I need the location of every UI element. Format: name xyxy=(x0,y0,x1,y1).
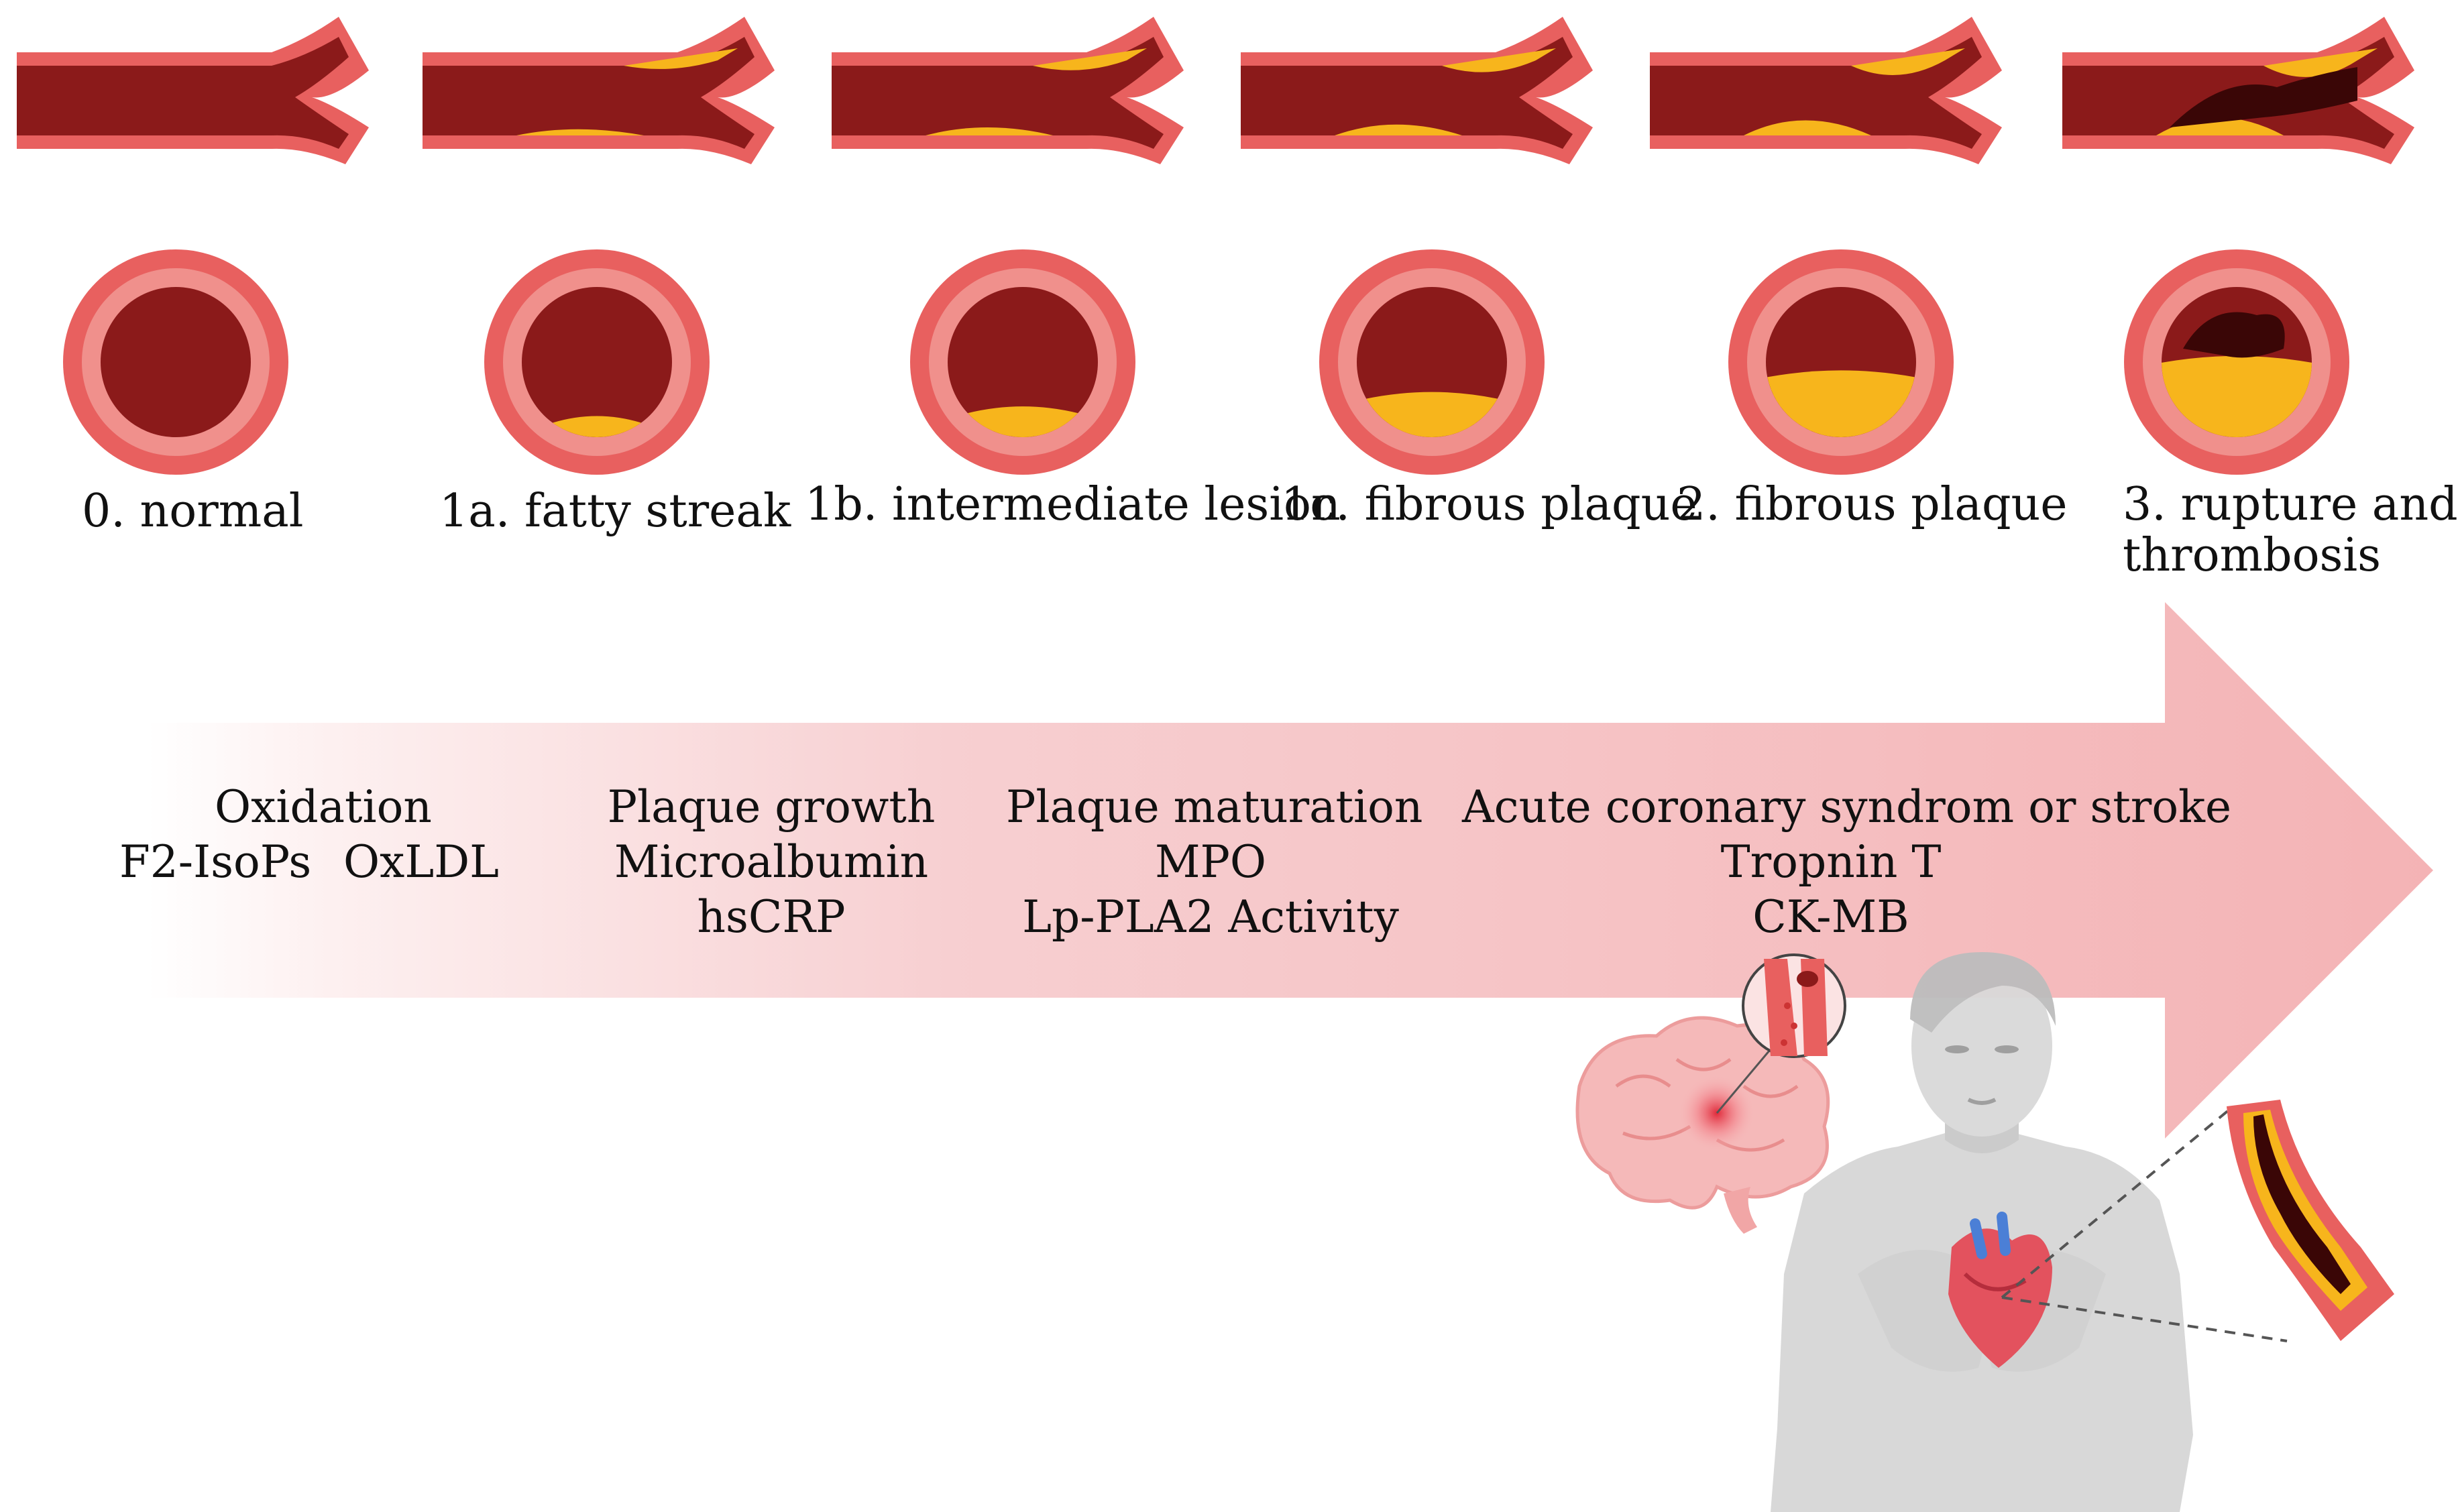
marker-lp-pla2: Lp-PLA2 Activity xyxy=(1022,891,1399,943)
marker-ck-mb: CK-MB xyxy=(1752,891,1909,943)
vessel-stage-3 xyxy=(1241,17,1593,164)
vessel-zoom-icon xyxy=(1742,953,1846,1058)
vessel-stage-1 xyxy=(423,17,775,164)
cross-section-stage-2 xyxy=(910,249,1135,475)
cross-sections xyxy=(63,249,2349,475)
marker-microalbumin: Microalbumin xyxy=(614,836,929,888)
stage-label-fatty-streak: 1a. fatty streak xyxy=(439,485,791,538)
cross-section-stage-0 xyxy=(63,249,288,475)
progression-arrow xyxy=(148,602,2433,1139)
cross-section-stage-5 xyxy=(2124,249,2349,475)
vessel-stage-4 xyxy=(1650,17,2002,164)
stage-label-intermediate-lesion: 1b. intermediate lesion xyxy=(805,478,1341,531)
marker-troponin-t: Tropnin T xyxy=(1720,836,1942,888)
marker-f2-isops: F2-IsoPs xyxy=(119,836,312,888)
stage-label-fibrous-plaque-1c: 1c. fibrous plaque xyxy=(1281,478,1697,531)
stage-label-rupture-line2: thrombosis xyxy=(2123,529,2382,582)
stage-label-fibrous-plaque-2: 2. fibrous plaque xyxy=(1677,478,2068,531)
artery-closeup-icon xyxy=(2227,1100,2394,1341)
cross-section-stage-3 xyxy=(1319,249,1545,475)
marker-heading-acute-syndrome: Acute coronary syndrom or stroke xyxy=(1462,781,2232,833)
stage-label-normal: 0. normal xyxy=(82,485,304,538)
marker-oxldl: OxLDL xyxy=(343,836,499,888)
stage-label-rupture: 3. rupture and xyxy=(2123,478,2458,531)
longitudinal-vessels xyxy=(17,17,2414,164)
vessel-stage-0 xyxy=(17,17,369,164)
vessel-stage-2 xyxy=(832,17,1184,164)
marker-mpo: MPO xyxy=(1154,836,1267,888)
cross-section-stage-1 xyxy=(484,249,710,475)
cross-section-stage-4 xyxy=(1728,249,1954,475)
marker-heading-plaque-maturation: Plaque maturation xyxy=(1006,781,1423,833)
marker-hscrp: hsCRP xyxy=(697,891,846,943)
marker-heading-oxidation: Oxidation xyxy=(215,781,432,833)
vessel-stage-5 xyxy=(2062,17,2414,164)
marker-heading-plaque-growth: Plaque growth xyxy=(607,781,936,833)
